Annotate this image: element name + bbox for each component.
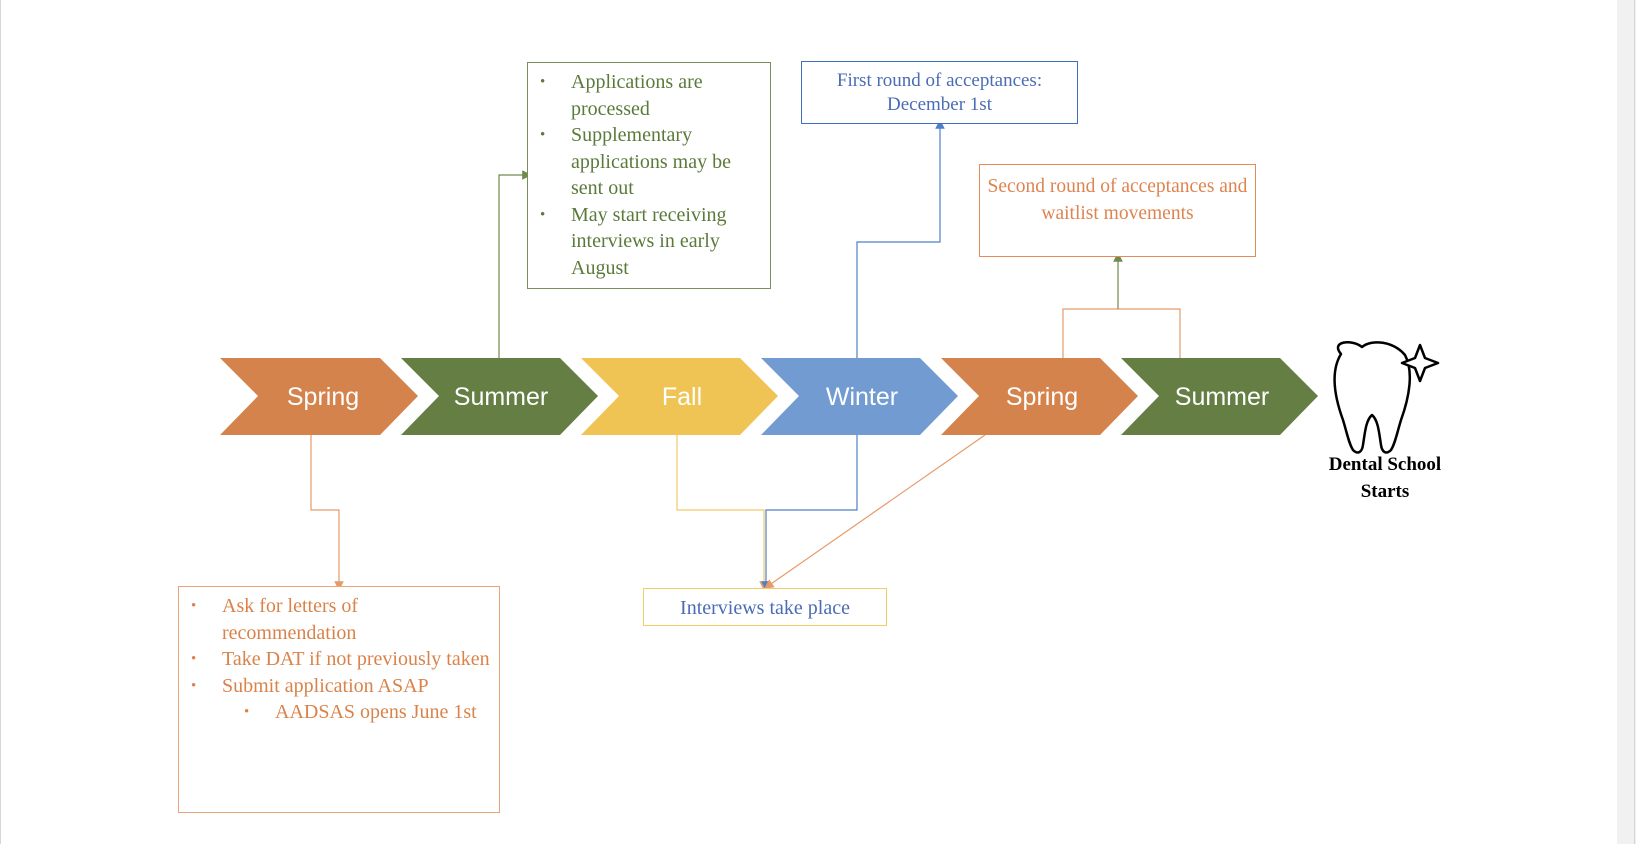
chevron-label: Spring: [287, 383, 359, 411]
chevron-winter: [761, 358, 958, 435]
page-edge-right: [1634, 0, 1635, 844]
connectors: [310, 119, 1181, 591]
interviews-text: Interviews take place: [680, 597, 850, 619]
connector-fall-to-interviews: [676, 435, 769, 591]
end-label-line-1: Dental School: [1328, 454, 1442, 475]
page-edge-left: [0, 0, 1, 844]
list-item: Supplementary applications may be sent o…: [540, 122, 764, 202]
summer-tasks-box: Applications are processed Supplementary…: [527, 62, 771, 289]
chevron-label: Summer: [1175, 383, 1269, 411]
connector-spring-to-interviews: [764, 434, 986, 589]
connector-spring-to-tasks: [310, 435, 344, 591]
first-round-box: First round of acceptances: December 1st: [801, 61, 1078, 124]
chevron-row: Spring Summer Fall Winter Spring Summer: [220, 358, 1318, 435]
list-item: Ask for letters of recommendation: [191, 593, 493, 646]
chevron-summer-1: [401, 358, 598, 435]
chevron-label: Fall: [662, 383, 702, 411]
spring-tasks-box: Ask for letters of recommendation Take D…: [178, 586, 500, 813]
chevron-fall: [581, 358, 778, 435]
chevron-spring-2: [941, 358, 1138, 435]
chevron-spring-1: [220, 358, 418, 435]
list-sub-item: AADSAS opens June 1st: [244, 699, 493, 726]
tooth-icon: [1333, 341, 1440, 454]
dental-school-starts-label: Dental School Starts: [1300, 452, 1470, 505]
connector-winter-to-interviews: [761, 435, 858, 591]
list-item: Take DAT if not previously taken: [191, 646, 493, 673]
chevron-summer-2: [1121, 358, 1318, 435]
interviews-box: Interviews take place: [643, 588, 887, 626]
second-round-text: Second round of acceptances and waitlist…: [987, 176, 1248, 224]
chevron-label: Winter: [826, 383, 898, 411]
list-item: Submit application ASAP: [191, 673, 493, 700]
first-round-line-1: First round of acceptances:: [836, 70, 1043, 91]
chevron-label: Spring: [1006, 383, 1078, 411]
list-item: Applications are processed: [540, 69, 764, 122]
second-round-box: Second round of acceptances and waitlist…: [979, 164, 1256, 257]
first-round-line-2: December 1st: [887, 94, 992, 115]
list-item: May start receiving interviews in early …: [540, 202, 764, 282]
connector-summer-to-processing: [498, 170, 532, 358]
connector-spring-summer-to-second-round: [1062, 308, 1181, 358]
end-label-line-2: Starts: [1360, 480, 1410, 502]
page-edge-shadow: [1617, 0, 1636, 844]
chevron-label: Summer: [454, 383, 548, 411]
connector-winter-to-first-round: [856, 119, 945, 358]
